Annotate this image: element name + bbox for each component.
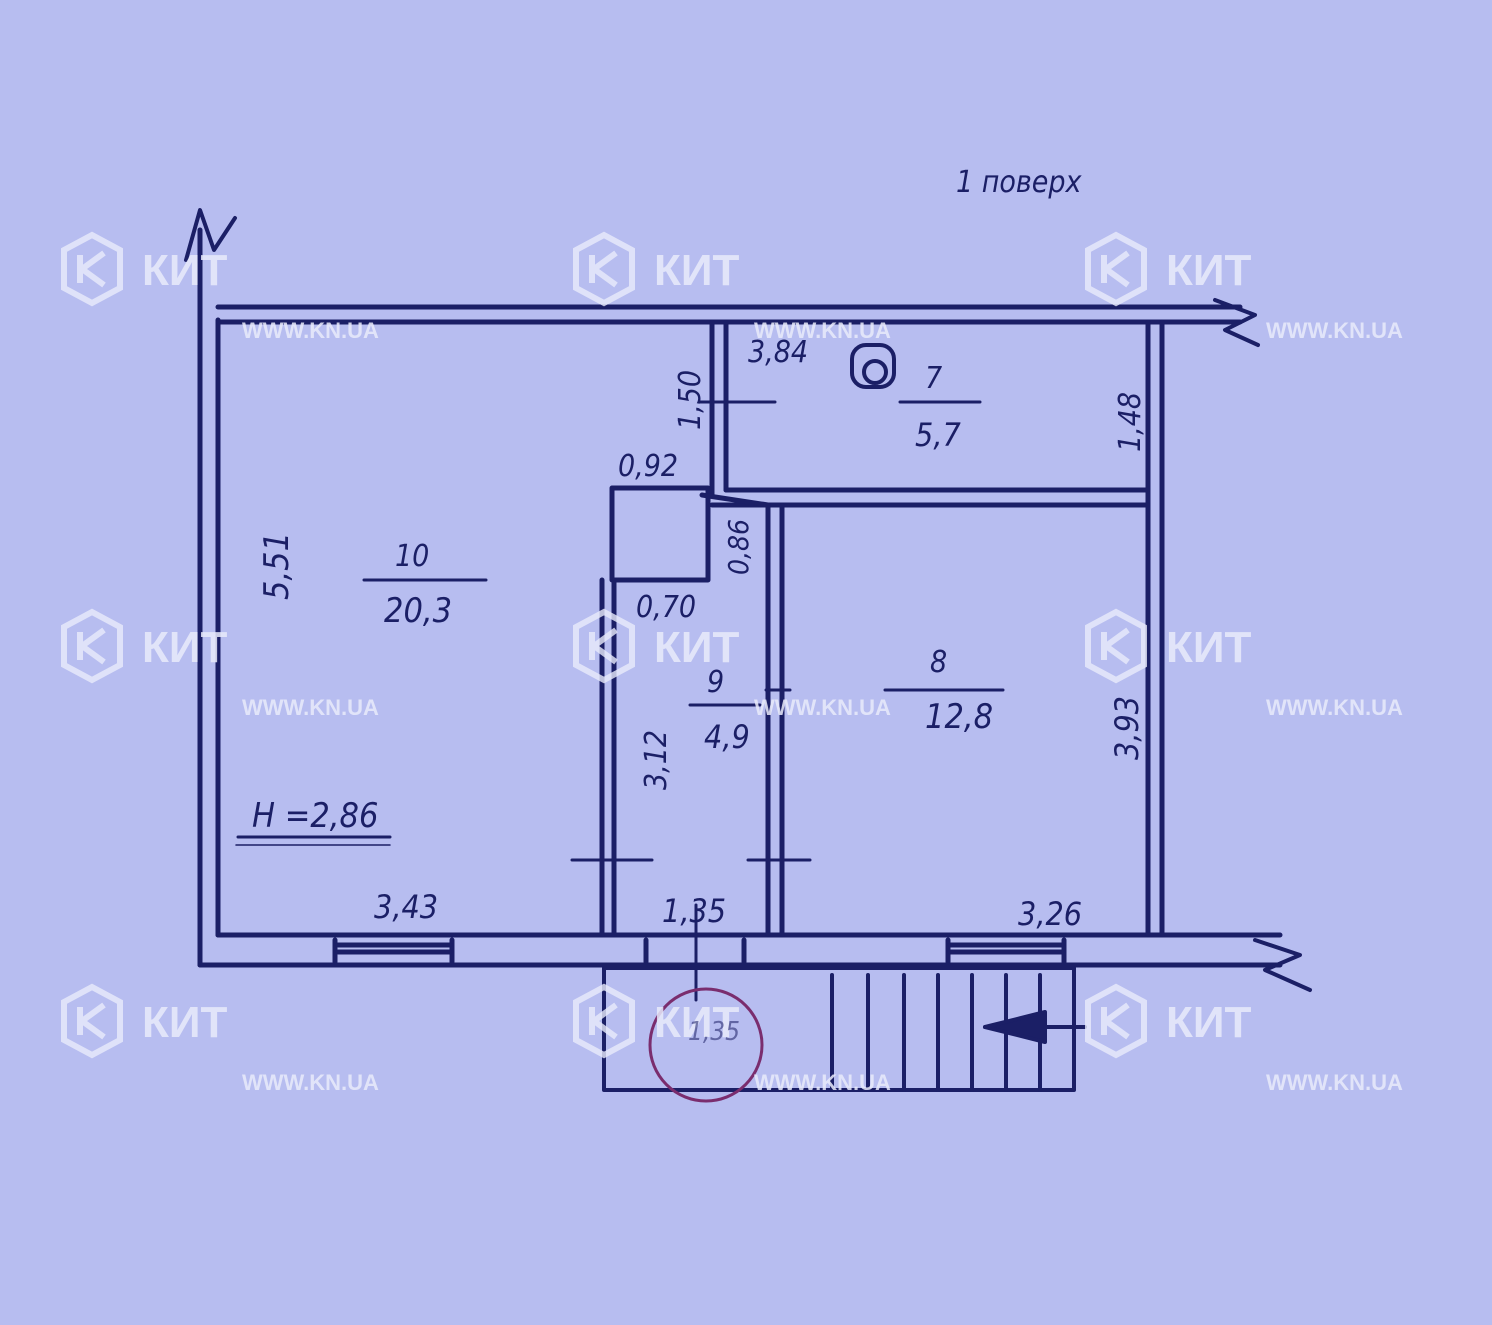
watermark-hex-icon bbox=[1085, 608, 1147, 684]
watermark-url: WWW.KN.UA bbox=[754, 1070, 891, 1095]
watermark-url: WWW.KN.UA bbox=[1266, 318, 1403, 343]
dimension-ticks bbox=[235, 400, 1005, 1002]
watermark-brand: КИТ bbox=[1166, 998, 1251, 1047]
watermark-logo: КИТ WWW.KN.UA bbox=[573, 608, 891, 720]
watermark-logo: КИТ WWW.KN.UA bbox=[61, 983, 379, 1095]
watermark-hex-icon bbox=[61, 608, 123, 684]
watermark-hex-icon bbox=[573, 608, 635, 684]
watermark-url: WWW.KN.UA bbox=[754, 318, 891, 343]
watermark-brand: КИТ bbox=[1166, 623, 1251, 672]
room-7-number: 7 bbox=[925, 361, 942, 396]
watermark-hex-icon bbox=[1085, 231, 1147, 307]
watermark-brand: КИТ bbox=[654, 998, 739, 1047]
watermark-brand: КИТ bbox=[142, 623, 227, 672]
watermark-brand: КИТ bbox=[1166, 246, 1251, 295]
room-10-number: 10 bbox=[395, 539, 429, 574]
dim-niche-bottom: 0,70 bbox=[636, 590, 696, 625]
room-9-number: 9 bbox=[707, 665, 724, 700]
dim-room7-right: 1,48 bbox=[1113, 392, 1148, 452]
dim-room7-top: 3,84 bbox=[748, 335, 808, 370]
watermark-url: WWW.KN.UA bbox=[1266, 695, 1403, 720]
break-arrows bbox=[184, 208, 1312, 992]
dim-room7-left: 1,50 bbox=[673, 370, 708, 430]
dim-niche-top: 0,92 bbox=[618, 449, 678, 484]
watermarks: КИТ WWW.KN.UA КИТ WWW.KN.UA КИТ WWW.KN.UA КИТ W… bbox=[61, 231, 1403, 1095]
room-8-area: 12,8 bbox=[925, 697, 993, 737]
watermark-logo: КИТ WWW.KN.UA bbox=[573, 983, 891, 1095]
dim-room9-left: 3,12 bbox=[639, 730, 674, 790]
watermark-brand: КИТ bbox=[142, 998, 227, 1047]
dim-left-height: 5,51 bbox=[257, 532, 297, 600]
height-label: H =2,86 bbox=[252, 796, 378, 836]
dim-room8-bottom: 3,26 bbox=[1018, 895, 1082, 933]
stamp-number: 1,35 bbox=[688, 1017, 740, 1047]
watermark-url: WWW.KN.UA bbox=[242, 695, 379, 720]
dim-room9-bottom: 1,35 bbox=[662, 892, 726, 930]
stamp bbox=[648, 987, 764, 1103]
watermark-url: WWW.KN.UA bbox=[242, 318, 379, 343]
watermark-logo: КИТ WWW.KN.UA bbox=[1085, 231, 1403, 343]
watermark-logo: КИТ WWW.KN.UA bbox=[61, 608, 379, 720]
dim-niche-right: 0,86 bbox=[722, 519, 755, 575]
boiler-icon bbox=[850, 343, 896, 389]
watermark-logo: КИТ WWW.KN.UA bbox=[573, 231, 891, 343]
watermark-url: WWW.KN.UA bbox=[754, 695, 891, 720]
watermark-brand: КИТ bbox=[654, 246, 739, 295]
dim-room10-bottom: 3,43 bbox=[374, 888, 438, 926]
watermark-url: WWW.KN.UA bbox=[242, 1070, 379, 1095]
watermark-brand: КИТ bbox=[654, 623, 739, 672]
watermark-hex-icon bbox=[61, 983, 123, 1059]
watermark-logo: КИТ WWW.KN.UA bbox=[1085, 608, 1403, 720]
watermark-hex-icon bbox=[573, 983, 635, 1059]
dim-room8-right: 3,93 bbox=[1108, 696, 1146, 760]
room-10-area: 20,3 bbox=[384, 591, 452, 631]
room-8-number: 8 bbox=[930, 645, 947, 680]
watermark-logo: КИТ WWW.KN.UA bbox=[1085, 983, 1403, 1095]
watermark-logo: КИТ WWW.KN.UA bbox=[61, 231, 379, 343]
watermark-hex-icon bbox=[1085, 983, 1147, 1059]
watermark-hex-icon bbox=[573, 231, 635, 307]
room-7-area: 5,7 bbox=[915, 416, 961, 454]
watermark-brand: КИТ bbox=[142, 246, 227, 295]
watermark-url: WWW.KN.UA bbox=[1266, 1070, 1403, 1095]
watermark-hex-icon bbox=[61, 231, 123, 307]
floor-label: 1 поверх bbox=[956, 165, 1083, 200]
room-9-area: 4,9 bbox=[704, 718, 750, 756]
